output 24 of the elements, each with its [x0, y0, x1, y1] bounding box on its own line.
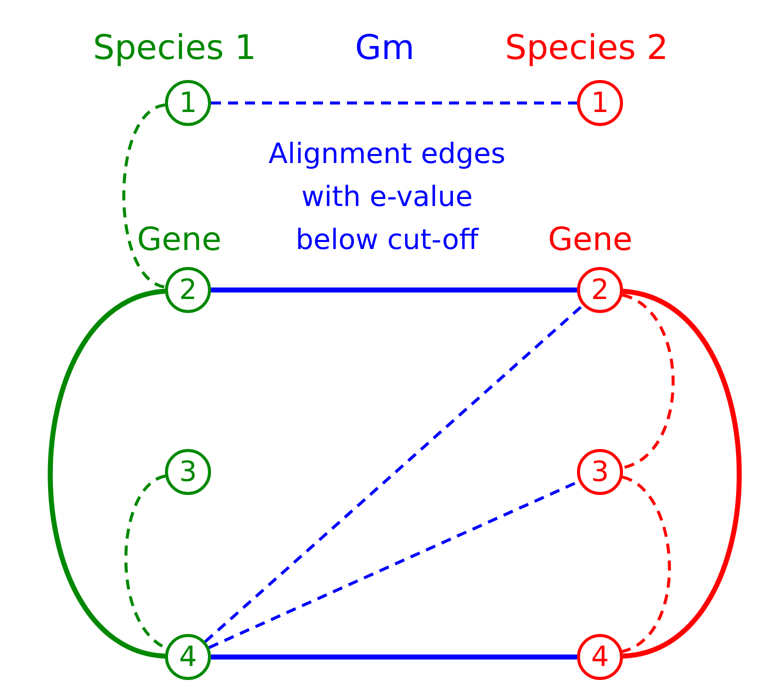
- circle-node: 2: [577, 267, 623, 313]
- node-caption: Gene: [548, 220, 632, 258]
- connector-line: [622, 294, 675, 470]
- node-caption: Gene: [137, 220, 222, 258]
- column-heading: Gm: [355, 28, 414, 68]
- connector-line: [211, 102, 577, 104]
- connector-line: [211, 288, 577, 292]
- annotation-text: Alignment edges with e-value below cut-off: [268, 136, 506, 258]
- connector-line: [211, 654, 577, 660]
- connector-line: [622, 288, 742, 659]
- connector-line: [122, 104, 166, 288]
- circle-node: 2: [165, 267, 211, 313]
- circle-node: 1: [577, 80, 623, 126]
- column-heading: Species 1: [93, 28, 256, 68]
- circle-node: 1: [165, 80, 211, 126]
- connector-line: [204, 304, 584, 643]
- circle-node: 4: [577, 634, 623, 680]
- connector-line: [622, 476, 671, 653]
- connector-line: [124, 474, 168, 650]
- circle-node: 3: [577, 449, 623, 495]
- circle-node: 3: [165, 449, 211, 495]
- column-heading: Species 2: [505, 28, 668, 68]
- connector-line: [48, 288, 166, 659]
- circle-node: 4: [165, 634, 211, 680]
